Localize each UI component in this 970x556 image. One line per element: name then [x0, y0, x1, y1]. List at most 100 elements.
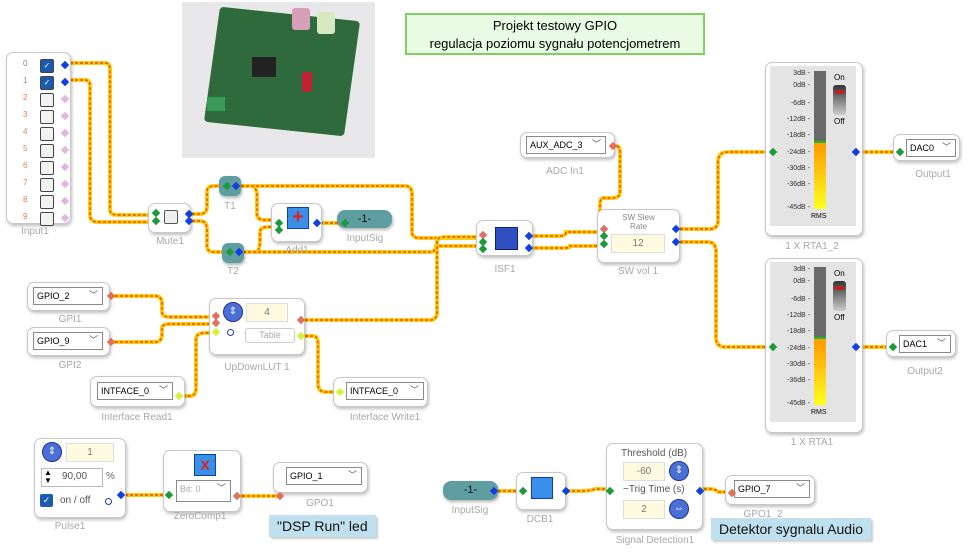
add-icon: +	[287, 207, 309, 229]
wire[interactable]	[675, 151, 772, 230]
inputsig-top[interactable]: -1-	[337, 210, 392, 228]
note-dsp-run: "DSP Run" led	[269, 515, 376, 537]
wire[interactable]	[699, 488, 730, 493]
percent-stepper[interactable]: ▲▼ 90,00	[41, 468, 103, 487]
trig-time-value[interactable]: 2	[623, 500, 665, 519]
rta1-2-block[interactable]: 3dB -0dB --6dB --12dB --18dB --24dB --30…	[765, 62, 863, 236]
wire[interactable]	[236, 185, 480, 239]
table-button[interactable]: Table	[245, 328, 295, 343]
updownlut-value[interactable]: 4	[246, 303, 288, 322]
updownlut-block[interactable]: ⇕ 4 Table	[209, 298, 305, 355]
updown-icon[interactable]: ⇕	[42, 442, 62, 462]
gpi2-select[interactable]: GPIO_9﹀	[33, 332, 103, 350]
inputsig-bottom[interactable]: -1-	[443, 481, 498, 500]
wire[interactable]	[675, 241, 771, 348]
channel-checkbox[interactable]: ✓	[40, 59, 54, 73]
on-off-switch[interactable]	[833, 85, 846, 115]
pulse-value[interactable]: 1	[66, 443, 114, 462]
gpo1-2-block[interactable]: GPIO_7﹀	[725, 475, 815, 505]
zerocomp1-block[interactable]: X Bit: 0﹀	[163, 450, 241, 512]
output-pin[interactable]	[60, 179, 70, 189]
output2-block[interactable]: DAC1﹀	[886, 330, 956, 357]
signal-detection-block[interactable]: Threshold (dB) -60 ⇕ ~Trig Time (s) 2 ⇔	[606, 443, 703, 530]
pulse1-block[interactable]: ⇕ 1 ▲▼ 90,00 % ✓ on / off	[34, 438, 126, 518]
wire[interactable]	[562, 488, 610, 492]
output-pin[interactable]	[60, 162, 70, 172]
channel-checkbox[interactable]	[40, 212, 54, 226]
mute-checkbox[interactable]	[164, 210, 178, 224]
sw-vol1-block[interactable]: SW Slew Rate 12	[597, 209, 680, 263]
on-off-switch[interactable]	[833, 281, 846, 311]
channel-checkbox[interactable]	[40, 144, 54, 158]
wire[interactable]	[599, 145, 621, 226]
wire[interactable]	[187, 184, 222, 216]
wire[interactable]	[187, 185, 222, 215]
wire[interactable]	[110, 295, 214, 318]
wire[interactable]	[525, 231, 602, 237]
wire[interactable]	[65, 62, 150, 216]
title-line1: Projekt testowy GPIO	[492, 18, 618, 33]
wire[interactable]	[675, 150, 772, 231]
wire[interactable]	[300, 334, 338, 394]
wire[interactable]	[238, 226, 276, 253]
output-pin[interactable]	[60, 94, 70, 104]
gpo1-select[interactable]: GPIO_1﹀	[286, 467, 362, 485]
output-pin[interactable]	[60, 145, 70, 155]
updown-icon[interactable]: ⇕	[669, 461, 689, 481]
gpi2-block[interactable]: GPIO_9﹀	[27, 327, 110, 356]
wire[interactable]	[187, 220, 225, 253]
level-meter-fill	[814, 140, 826, 209]
rta1-block[interactable]: 3dB -0dB --6dB --12dB --18dB --24dB --30…	[765, 258, 863, 433]
channel-checkbox[interactable]	[40, 127, 54, 141]
wire[interactable]	[675, 240, 771, 349]
gpi1-block[interactable]: GPIO_2﹀	[27, 282, 110, 311]
channel-checkbox[interactable]	[40, 195, 54, 209]
on-off-checkbox[interactable]: ✓	[40, 494, 53, 507]
output1-select[interactable]: DAC0﹀	[906, 139, 956, 157]
channel-checkbox[interactable]: ✓	[40, 76, 54, 90]
gpo1-2-select[interactable]: GPIO_7﹀	[734, 480, 810, 498]
channel-checkbox[interactable]	[40, 161, 54, 175]
output-pin[interactable]	[60, 77, 70, 87]
output2-select[interactable]: DAC1﹀	[899, 335, 951, 353]
signal-detection-label: Signal Detection1	[615, 535, 695, 546]
wire[interactable]	[65, 79, 150, 223]
iface-read-block[interactable]: INTFACE_0﹀	[90, 376, 185, 407]
wire[interactable]	[238, 244, 480, 254]
output-pin[interactable]	[60, 128, 70, 138]
wire[interactable]	[300, 236, 480, 321]
output-pin[interactable]	[60, 111, 70, 121]
zerocomp1-label: ZeroComp1	[173, 511, 227, 522]
wire[interactable]	[525, 245, 602, 249]
iface-write-block[interactable]: INTFACE_0﹀	[333, 377, 428, 407]
output1-block[interactable]: DAC0﹀	[893, 134, 960, 161]
sw-rate-value[interactable]: 12	[611, 234, 665, 253]
gpo1-block[interactable]: GPIO_1﹀	[273, 462, 368, 493]
channel-checkbox[interactable]	[40, 110, 54, 124]
wire[interactable]	[65, 61, 150, 217]
meter-scale-label: 3dB -	[793, 266, 810, 273]
output-pin[interactable]	[60, 196, 70, 206]
output-pin[interactable]	[60, 213, 70, 223]
leftright-icon[interactable]: ⇔	[669, 499, 689, 519]
wire[interactable]	[110, 323, 214, 343]
gpi2-label: GPI2	[58, 360, 82, 371]
wire[interactable]	[178, 332, 214, 397]
wire[interactable]	[65, 78, 150, 224]
status-dot	[227, 329, 234, 336]
iface-write-select[interactable]: INTFACE_0﹀	[346, 382, 424, 400]
threshold-value[interactable]: -60	[623, 462, 665, 481]
channel-checkbox[interactable]	[40, 93, 54, 107]
adc-select[interactable]: AUX_ADC_3﹀	[526, 136, 606, 154]
wire[interactable]	[300, 235, 480, 322]
iface-read-label: Interface Read1	[101, 412, 173, 423]
updown-icon[interactable]: ⇕	[223, 302, 243, 322]
iface-read-select[interactable]: INTFACE_0﹀	[97, 382, 173, 400]
adc-in1-block[interactable]: AUX_ADC_3﹀	[520, 132, 615, 158]
gpi1-select[interactable]: GPIO_2﹀	[33, 287, 103, 305]
bit-select[interactable]: Bit: 0﹀	[176, 480, 231, 502]
channel-checkbox[interactable]	[40, 178, 54, 192]
output-pin[interactable]	[60, 60, 70, 70]
meter-scale-label: -6dB -	[790, 100, 810, 107]
